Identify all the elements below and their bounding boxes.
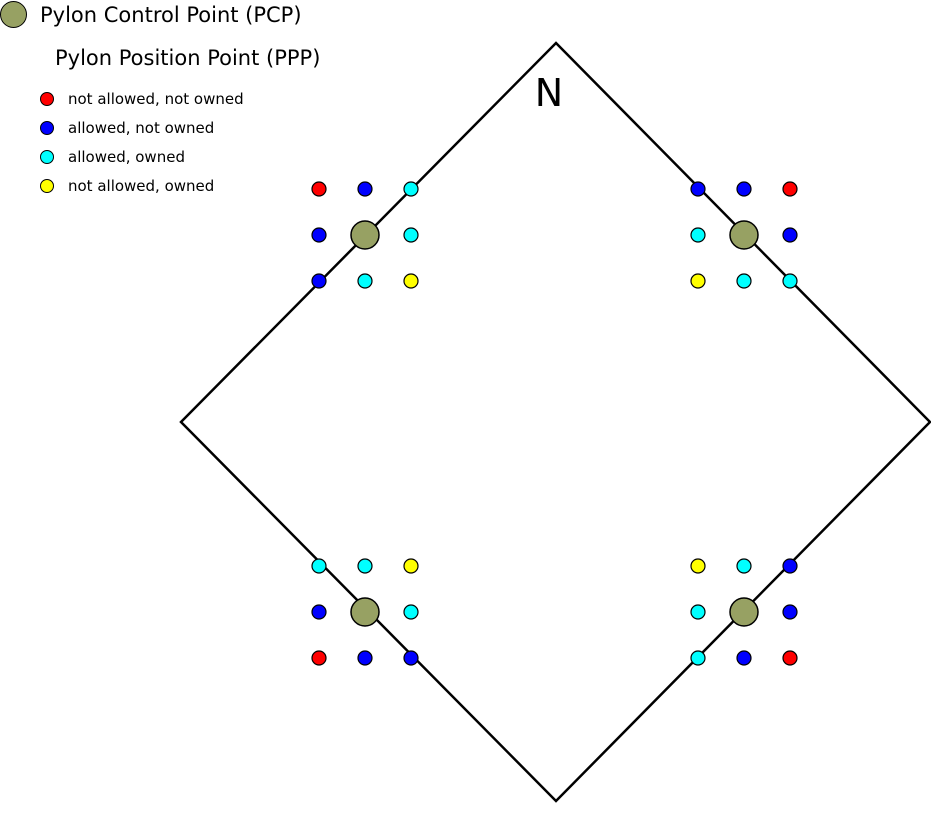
ppp-legend-items: not allowed, not owned allowed, not owned…	[40, 84, 244, 200]
pcp-swatch-icon	[0, 1, 27, 28]
red-dot-icon	[40, 91, 54, 106]
ppp-bottom-right-r1c0-cyan	[690, 604, 706, 620]
ppp-bottom-left-r2c2-blue	[403, 650, 419, 666]
ppp-top-right-r0c0-blue	[690, 181, 706, 197]
pcp-bottom-right	[729, 597, 759, 627]
pcp-top-right	[729, 220, 759, 250]
legend-item-cyan: allowed, owned	[40, 142, 244, 171]
ppp-top-left-r2c0-blue	[311, 273, 327, 289]
ppp-top-left-r2c1-cyan	[357, 273, 373, 289]
ppp-bottom-left-r1c0-blue	[311, 604, 327, 620]
ppp-top-right-r1c0-cyan	[690, 227, 706, 243]
legend-item-red: not allowed, not owned	[40, 84, 244, 113]
ppp-top-right-r0c1-blue	[736, 181, 752, 197]
ppp-bottom-left-r2c0-red	[311, 650, 327, 666]
ppp-bottom-right-r2c2-red	[782, 650, 798, 666]
ppp-top-right-r1c2-blue	[782, 227, 798, 243]
north-label: N	[535, 71, 563, 115]
legend-ppp-title: Pylon Position Point (PPP)	[55, 46, 321, 70]
legend-pcp-row: Pylon Control Point (PCP)	[0, 1, 302, 28]
ppp-bottom-left-r0c1-cyan	[357, 558, 373, 574]
legend-item-label: allowed, owned	[68, 147, 185, 166]
ppp-bottom-left-r0c2-yellow	[403, 558, 419, 574]
legend-item-label: not allowed, owned	[68, 176, 215, 195]
ppp-bottom-left-r1c2-cyan	[403, 604, 419, 620]
legend-item-yellow: not allowed, owned	[40, 171, 244, 200]
ppp-bottom-right-r0c1-cyan	[736, 558, 752, 574]
ppp-bottom-right-r0c2-blue	[782, 558, 798, 574]
pcp-top-left	[350, 220, 380, 250]
legend: Pylon Control Point (PCP) Pylon Position…	[0, 0, 360, 210]
ppp-bottom-left-r0c0-cyan	[311, 558, 327, 574]
pcp-bottom-left	[350, 597, 380, 627]
legend-item-label: not allowed, not owned	[68, 89, 244, 108]
ppp-bottom-right-r1c2-blue	[782, 604, 798, 620]
ppp-top-left-r0c1-blue	[357, 181, 373, 197]
ppp-top-left-r1c0-blue	[311, 227, 327, 243]
blue-dot-icon	[40, 120, 54, 135]
ppp-bottom-right-r2c1-blue	[736, 650, 752, 666]
course-boundary	[179, 41, 931, 803]
ppp-top-left-r2c2-yellow	[403, 273, 419, 289]
ppp-top-left-r0c2-cyan	[403, 181, 419, 197]
yellow-dot-icon	[40, 178, 54, 193]
legend-item-blue: allowed, not owned	[40, 113, 244, 142]
ppp-top-right-r2c0-yellow	[690, 273, 706, 289]
ppp-top-left-r1c2-cyan	[403, 227, 419, 243]
ppp-bottom-right-r2c0-cyan	[690, 650, 706, 666]
ppp-top-right-r2c2-cyan	[782, 273, 798, 289]
ppp-top-right-r0c2-red	[782, 181, 798, 197]
ppp-top-left-r0c0-red	[311, 181, 327, 197]
ppp-bottom-left-r2c1-blue	[357, 650, 373, 666]
cyan-dot-icon	[40, 149, 54, 164]
legend-item-label: allowed, not owned	[68, 118, 215, 137]
ppp-top-right-r2c1-cyan	[736, 273, 752, 289]
legend-pcp-label: Pylon Control Point (PCP)	[40, 2, 302, 27]
ppp-bottom-right-r0c0-yellow	[690, 558, 706, 574]
